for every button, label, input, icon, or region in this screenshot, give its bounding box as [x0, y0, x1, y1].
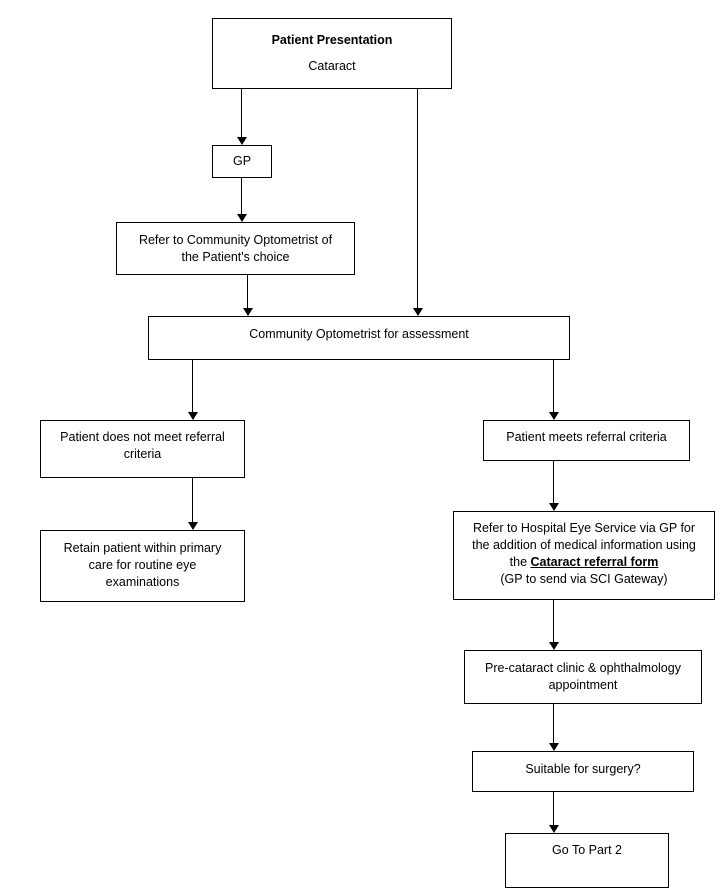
refer-hospital-eye-service-line3-prefix: the: [509, 555, 531, 569]
community-optometrist-assessment-label: Community Optometrist for assessment: [249, 327, 469, 341]
connector-refer-hospital-to-preclinic: [553, 600, 554, 642]
connector-meets-to-refer-hospital: [553, 461, 554, 503]
refer-community-optometrist-line2: the Patient's choice: [181, 249, 290, 264]
pre-cataract-clinic-line2: appointment: [548, 678, 618, 692]
suitable-for-surgery-label: Suitable for surgery?: [525, 762, 641, 776]
node-does-not-meet-criteria[interactable]: Patient does not meet referral criteria: [40, 420, 245, 478]
does-not-meet-criteria-line2: criteria: [123, 447, 162, 461]
retain-primary-care-line3: examinations: [105, 575, 180, 589]
arrowhead-meets-to-refer-hospital: [549, 503, 559, 511]
refer-community-optometrist-line1: Refer to Community Optometrist of: [138, 232, 333, 247]
arrowhead-presentation-to-assessment: [413, 308, 423, 316]
cataract-referral-form-link[interactable]: Cataract referral form: [530, 555, 659, 569]
connector-not-meet-to-retain: [192, 478, 193, 522]
retain-primary-care-line1: Retain patient within primary: [63, 541, 222, 555]
pre-cataract-clinic-line1: Pre-cataract clinic & ophthalmology: [485, 661, 681, 675]
refer-hospital-eye-service-line4: (GP to send via SCI Gateway): [500, 572, 668, 586]
node-refer-community-optometrist[interactable]: Refer to Community Optometrist of the Pa…: [116, 222, 355, 275]
connector-presentation-to-assessment: [417, 89, 418, 308]
does-not-meet-criteria-line1: Patient does not meet referral: [60, 430, 225, 444]
arrowhead-suitable-to-part2: [549, 825, 559, 833]
arrowhead-refer-hospital-to-preclinic: [549, 642, 559, 650]
arrowhead-refer-optometrist-to-assessment: [243, 308, 253, 316]
connector-presentation-to-gp: [241, 89, 242, 137]
meets-criteria-label: Patient meets referral criteria: [506, 430, 667, 444]
connector-assessment-to-not-meet: [192, 360, 193, 412]
arrowhead-gp-to-refer-optometrist: [237, 214, 247, 222]
refer-hospital-eye-service-line2: the addition of medical information usin…: [472, 538, 696, 552]
patient-presentation-subtitle: Cataract: [308, 59, 356, 73]
node-patient-presentation[interactable]: Patient Presentation Cataract: [212, 18, 452, 89]
node-meets-criteria[interactable]: Patient meets referral criteria: [483, 420, 690, 461]
node-community-optometrist-assessment[interactable]: Community Optometrist for assessment: [148, 316, 570, 360]
arrowhead-assessment-to-not-meet: [188, 412, 198, 420]
go-to-part-2-label: Go To Part 2: [552, 843, 622, 857]
connector-preclinic-to-suitable: [553, 704, 554, 743]
node-retain-primary-care[interactable]: Retain patient within primary care for r…: [40, 530, 245, 602]
connector-assessment-to-meets: [553, 360, 554, 412]
connector-gp-to-refer-optometrist: [241, 178, 242, 214]
arrowhead-not-meet-to-retain: [188, 522, 198, 530]
arrowhead-preclinic-to-suitable: [549, 743, 559, 751]
arrowhead-presentation-to-gp: [237, 137, 247, 145]
refer-hospital-eye-service-line1: Refer to Hospital Eye Service via GP for: [472, 521, 696, 535]
patient-presentation-title: Patient Presentation: [271, 33, 393, 47]
node-gp[interactable]: GP: [212, 145, 272, 178]
node-suitable-for-surgery[interactable]: Suitable for surgery?: [472, 751, 694, 792]
node-go-to-part-2[interactable]: Go To Part 2: [505, 833, 669, 888]
gp-label: GP: [232, 154, 252, 168]
retain-primary-care-line2: care for routine eye: [88, 558, 197, 572]
node-pre-cataract-clinic[interactable]: Pre-cataract clinic & ophthalmology appo…: [464, 650, 702, 704]
connector-refer-optometrist-to-assessment: [247, 275, 248, 308]
arrowhead-assessment-to-meets: [549, 412, 559, 420]
connector-suitable-to-part2: [553, 792, 554, 825]
node-refer-hospital-eye-service[interactable]: Refer to Hospital Eye Service via GP for…: [453, 511, 715, 600]
spacer: [272, 49, 393, 58]
